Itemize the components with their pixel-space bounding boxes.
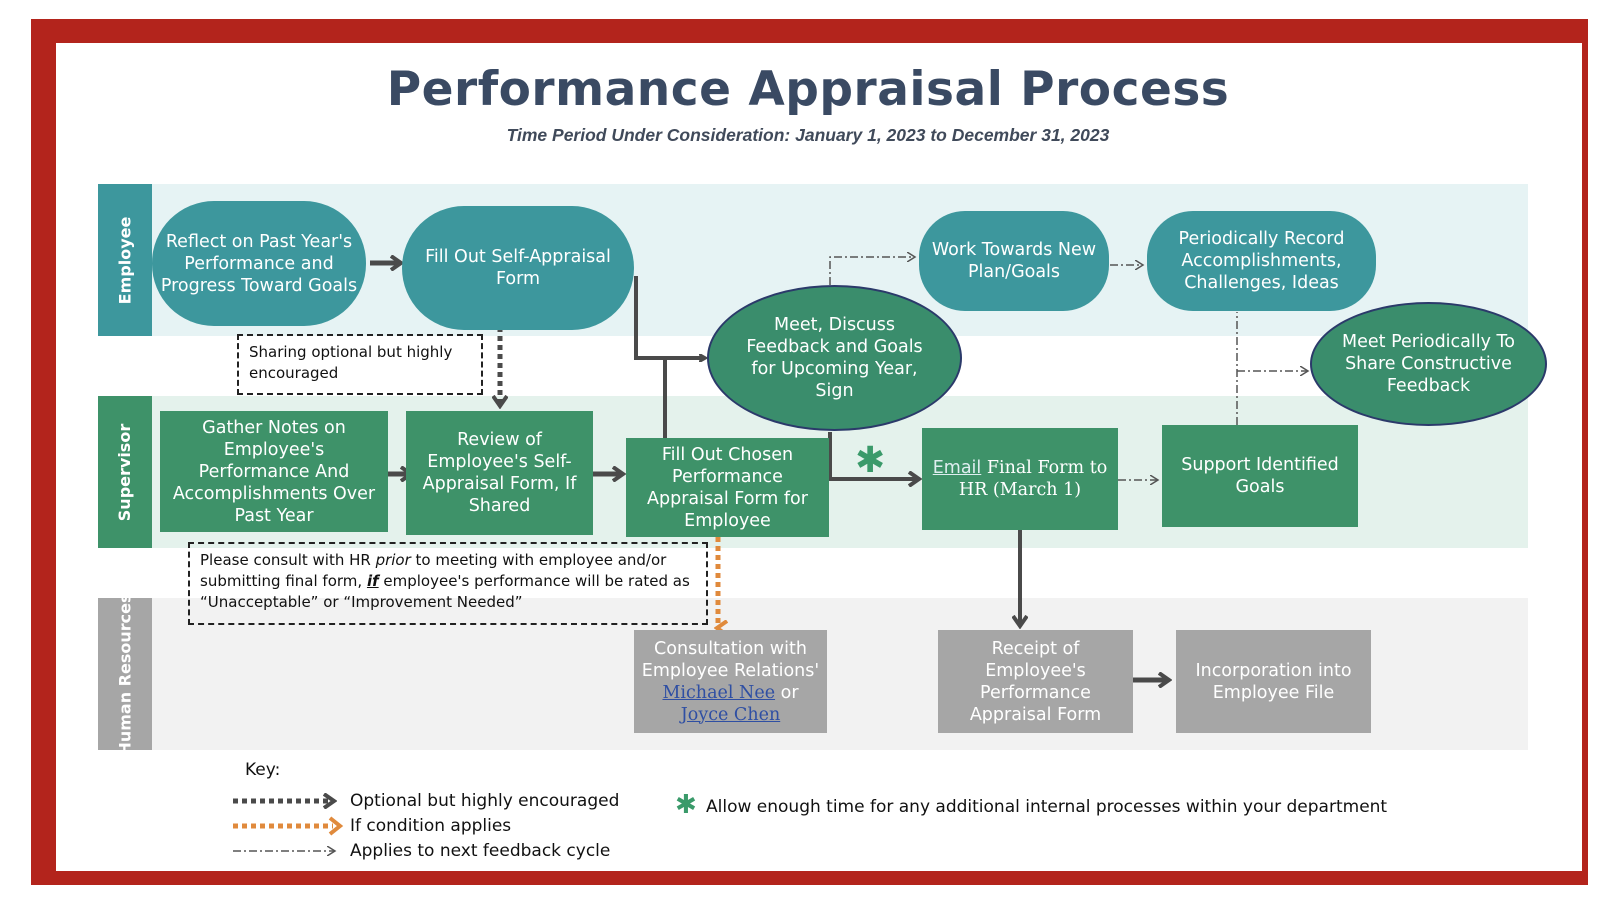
note-consult-hr: Please consult with HR prior to meeting … (188, 542, 708, 625)
lane-supervisor: Supervisor (98, 396, 152, 548)
node-email-hr: Email Final Form to HR (March 1) (922, 428, 1118, 530)
key-orange-arrowhead (328, 816, 344, 836)
key-next-cycle-label: Applies to next feedback cycle (350, 841, 611, 861)
node-record: Periodically Record Accomplishments, Cha… (1147, 211, 1376, 311)
page-subtitle: Time Period Under Consideration: January… (506, 125, 1110, 145)
node-receipt: Receipt of Employee's Performance Apprai… (938, 630, 1133, 733)
node-self-appraisal: Fill Out Self-Appraisal Form (402, 206, 634, 330)
email-link[interactable]: Email (932, 458, 982, 478)
node-work-towards: Work Towards New Plan/Goals (919, 211, 1109, 311)
key-label: Key: (245, 760, 281, 780)
node-reflect: Reflect on Past Year's Performance and P… (152, 201, 366, 326)
node-incorporation: Incorporation into Employee File (1176, 630, 1371, 733)
node-meet-periodically: Meet Periodically To Share Constructive … (1310, 302, 1547, 426)
key-optional-label: Optional but highly encouraged (350, 791, 620, 811)
asterisk-icon: ✱ (855, 440, 886, 481)
key-condition-label: If condition applies (350, 816, 512, 836)
arrow-meet-to-work (829, 257, 915, 285)
node-consultation: Consultation with Employee Relations' Mi… (634, 630, 827, 733)
key-asterisk-note: Allow enough time for any additional int… (706, 797, 1388, 817)
arrow-meet-to-email (828, 432, 918, 479)
joyce-chen-link[interactable]: Joyce Chen (680, 704, 781, 725)
michael-nee-link[interactable]: Michael Nee (662, 682, 776, 703)
node-fill-chosen: Fill Out Chosen Performance Appraisal Fo… (626, 438, 829, 537)
lane-employee: Employee (98, 184, 152, 336)
node-gather-notes: Gather Notes on Employee's Performance A… (160, 411, 388, 532)
node-meet-discuss: Meet, Discuss Feedback and Goals for Upc… (707, 285, 962, 431)
node-support: Support Identified Goals (1162, 425, 1358, 527)
page-title: Performance Appraisal Process (386, 62, 1230, 117)
lane-hr: Human Resources (98, 593, 152, 755)
node-review: Review of Employee's Self-Appraisal Form… (406, 411, 593, 535)
arrow-self-to-meet (634, 276, 705, 358)
note-sharing-optional: Sharing optional but highly encouraged (237, 334, 483, 395)
key-asterisk-icon: ✱ (675, 790, 697, 820)
